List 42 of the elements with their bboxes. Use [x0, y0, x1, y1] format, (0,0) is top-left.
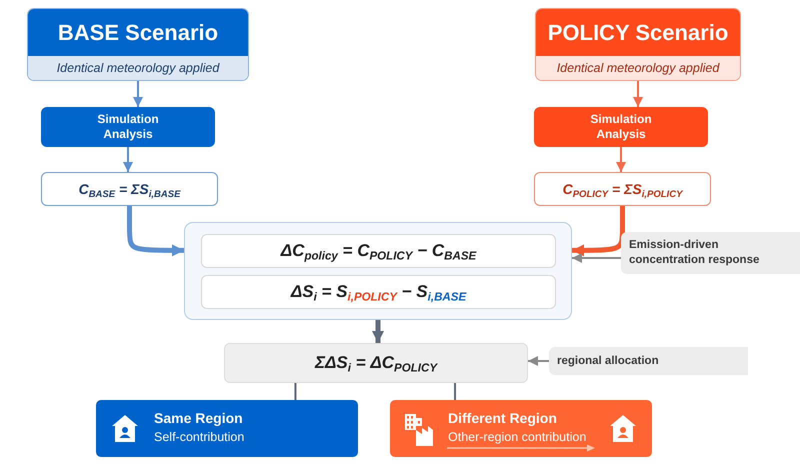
formula: ΔC$_{policy}$ = C$_{POLICY}$ − C$_{BASE}$	[280, 241, 476, 261]
region-box	[390, 400, 652, 457]
process-box	[534, 107, 708, 147]
note-box	[549, 347, 748, 375]
region-title: Same Region	[154, 410, 243, 426]
connector-line	[294, 383, 296, 400]
arrow	[528, 356, 549, 366]
formula: C$_{BASE}$ = ΣS$_{i,BASE}$	[78, 181, 180, 197]
sum-box	[224, 343, 528, 383]
scenario-subtitle: Identical meteorology applied	[28, 56, 248, 80]
formula: ΣΔS$_{i}$ = ΔC$_{POLICY}$	[314, 353, 438, 373]
equation-box	[201, 275, 556, 309]
result-box	[41, 172, 218, 206]
arrow	[133, 81, 143, 107]
note-text: Emission-driven concentration response	[629, 238, 760, 268]
region-subtitle: Other-region contribution	[448, 430, 586, 444]
scenario-title: BASE Scenario	[28, 9, 248, 56]
region-subtitle: Self-contribution	[154, 430, 244, 444]
scenario-title: POLICY Scenario	[536, 9, 740, 56]
arrow	[616, 147, 626, 172]
arrow	[572, 253, 621, 264]
process-label: Simulation Analysis	[589, 112, 653, 142]
note-text: regional allocation	[557, 354, 659, 368]
group-panel	[184, 222, 572, 320]
region-title: Different Region	[448, 410, 557, 426]
arrow	[572, 206, 625, 256]
arrow	[123, 147, 133, 172]
scenario-box	[27, 8, 249, 81]
scenario-subtitle: Identical meteorology applied	[536, 56, 740, 80]
formula: ΔS$_{i}$ = S$_{i,POLICY}$ − S$_{i,BASE}$	[290, 282, 466, 302]
arrow	[127, 206, 184, 256]
connector-line	[454, 383, 456, 400]
scenario-box	[535, 8, 741, 81]
formula: C$_{POLICY}$ = ΣS$_{i,POLICY}$	[562, 181, 682, 197]
region-box	[96, 400, 358, 457]
process-label: Simulation Analysis	[96, 112, 160, 142]
result-box	[534, 172, 711, 206]
arrow	[372, 320, 384, 343]
note-box	[621, 232, 800, 274]
arrow	[633, 81, 643, 107]
equation-box	[201, 234, 556, 268]
process-box	[41, 107, 215, 147]
